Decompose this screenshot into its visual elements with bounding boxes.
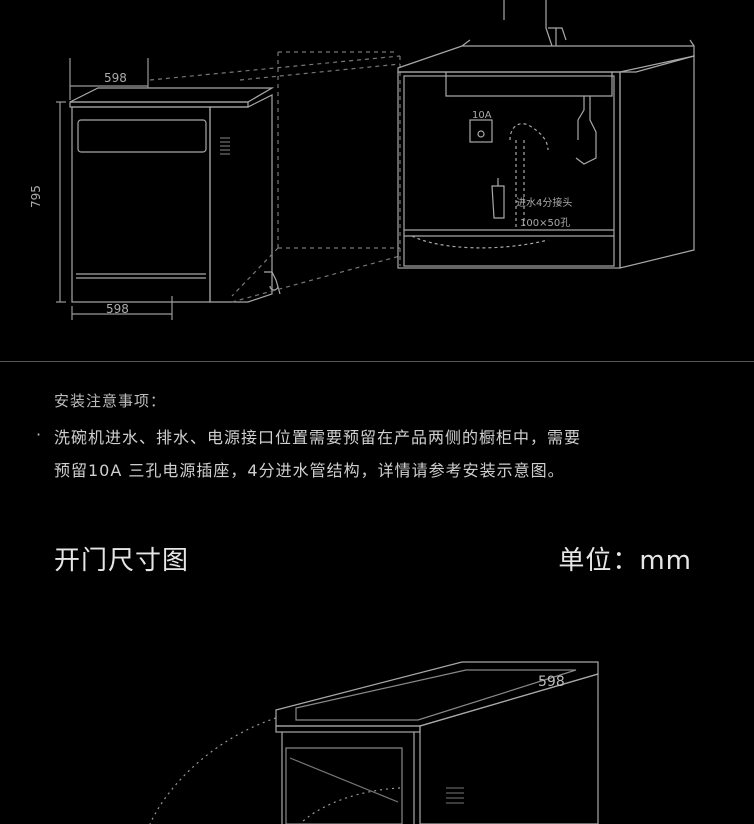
outlet-label: 10A xyxy=(472,110,492,121)
notes-bullet: · xyxy=(36,425,42,444)
section-divider xyxy=(0,361,754,362)
sink-cabinet xyxy=(397,0,695,269)
notes-line-1: 洗碗机进水、排水、电源接口位置需要预留在产品两侧的橱柜中，需要 xyxy=(54,428,582,447)
door-section-title: 开门尺寸图 xyxy=(54,546,190,576)
dishwasher-illustration xyxy=(69,87,281,303)
dimension-lines xyxy=(56,58,173,320)
notes-title: 安装注意事项： xyxy=(54,392,167,410)
door-width-label: 598 xyxy=(538,674,565,690)
cabinet-cavity xyxy=(149,51,401,303)
notes-line-2: 预留10A 三孔电源插座，4分进水管结构，详情请参考安装示意图。 xyxy=(54,461,565,480)
hole-label: 100×50孔 xyxy=(520,217,570,229)
unit-label: 单位：mm xyxy=(558,546,692,576)
installation-diagram: 598 795 598 10A 进水4分接头 100×50孔 xyxy=(29,0,695,320)
width-bottom-label: 598 xyxy=(106,302,129,316)
inlet-label: 进水4分接头 xyxy=(516,196,572,209)
height-label: 795 xyxy=(29,185,43,208)
door-opening-diagram: 598 xyxy=(149,661,599,824)
width-top-label: 598 xyxy=(104,71,127,85)
